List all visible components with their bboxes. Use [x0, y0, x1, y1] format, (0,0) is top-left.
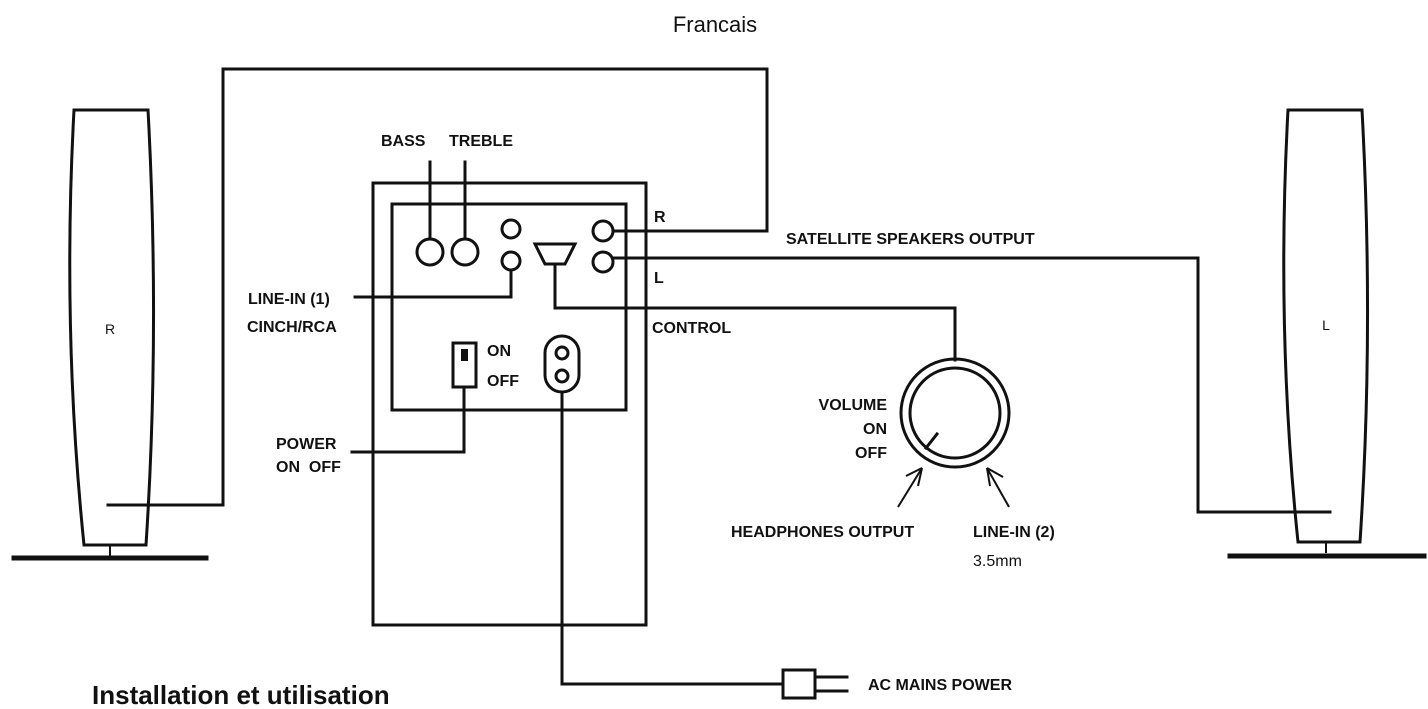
- power-switch-rocker: [461, 349, 468, 361]
- section-title: Installation et utilisation: [92, 680, 390, 709]
- cable-right-speaker: [106, 67, 769, 507]
- subwoofer: BASS TREBLE R L ON OFF LINE-IN (1) CINCH…: [247, 133, 731, 627]
- output-l-label: L: [654, 270, 664, 287]
- satellite-speakers-output-label: SATELLITE SPEAKERS OUTPUT: [786, 231, 1035, 248]
- right-satellite-speaker: R: [11, 108, 209, 561]
- line-in-1-label: LINE-IN (1): [248, 291, 330, 308]
- headphones-output-label: HEADPHONES OUTPUT: [731, 524, 914, 541]
- output-r-label: R: [654, 209, 666, 226]
- satellite-output-l-jack[interactable]: [591, 250, 615, 274]
- power-on-off-label: ON OFF: [276, 459, 341, 476]
- line-in-2-arrow-icon: [986, 467, 1010, 508]
- bass-label: BASS: [381, 133, 426, 150]
- treble-label: TREBLE: [449, 133, 513, 150]
- control-label: CONTROL: [652, 320, 731, 337]
- left-satellite-speaker: L: [1227, 108, 1427, 559]
- volume-off-label: OFF: [855, 445, 887, 462]
- mains-socket-pin-lower: [554, 368, 570, 384]
- volume-on-label: ON: [863, 421, 887, 438]
- cable-mains: [560, 390, 785, 686]
- control-connector[interactable]: [532, 242, 578, 266]
- volume-knob-indicator: [923, 431, 940, 451]
- ac-mains-power-label: AC MAINS POWER: [868, 677, 1012, 694]
- language-label: Francais: [673, 12, 757, 37]
- power-label: POWER: [276, 436, 337, 453]
- cable-control: [553, 262, 957, 362]
- rca-jack-lower[interactable]: [500, 250, 522, 272]
- volume-knob[interactable]: [908, 366, 1002, 460]
- rca-jack-upper[interactable]: [500, 218, 522, 240]
- mains-socket[interactable]: [543, 334, 581, 394]
- ac-plug-icon: [781, 668, 849, 700]
- line-in-2-label: LINE-IN (2): [973, 524, 1055, 541]
- volume-label: VOLUME: [819, 397, 888, 414]
- satellite-output-r-jack[interactable]: [591, 219, 615, 243]
- switch-on-label: ON: [487, 343, 511, 360]
- treble-knob[interactable]: [450, 237, 480, 267]
- line-in-2-size-label: 3.5mm: [973, 553, 1022, 570]
- right-speaker-label: R: [105, 321, 115, 337]
- bass-knob[interactable]: [415, 237, 445, 267]
- headphones-arrow-icon: [897, 467, 923, 508]
- mains-socket-pin-upper: [554, 345, 570, 361]
- cinch-label: CINCH/RCA: [247, 319, 337, 336]
- left-speaker-label: L: [1322, 317, 1330, 333]
- volume-control-pod: VOLUME ON OFF HEADPHONES OUTPUT LINE-IN …: [731, 357, 1055, 570]
- cable-left-speaker: [611, 256, 1332, 514]
- switch-off-label: OFF: [487, 373, 519, 390]
